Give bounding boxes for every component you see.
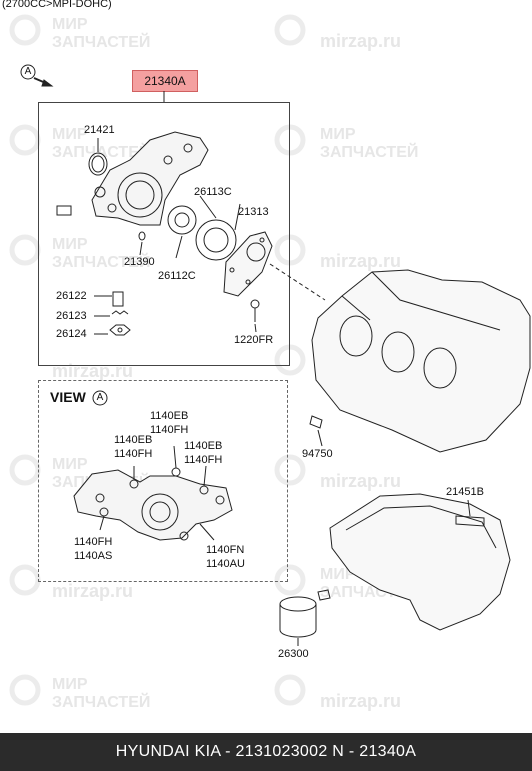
label-26112C[interactable]: 26112C xyxy=(158,270,196,282)
callout-a-circle xyxy=(20,64,36,80)
wm-site-3: mirzap.ru xyxy=(52,361,134,381)
view-a-title: VIEW xyxy=(50,389,86,405)
label-94750[interactable]: 94750 xyxy=(302,448,333,460)
engine-spec-header: (2700CC>MPI-DOHC) xyxy=(2,0,112,10)
highlight-part-number[interactable]: 21340A xyxy=(132,70,198,92)
label-1220FR[interactable]: 1220FR xyxy=(234,334,274,346)
label-21390[interactable]: 21390 xyxy=(124,256,155,268)
label-1140FH-c[interactable]: 1140FH xyxy=(184,454,223,466)
view-a-box xyxy=(38,380,288,582)
label-26300[interactable]: 26300 xyxy=(278,648,309,660)
wm-site-2: mirzap.ru xyxy=(320,251,402,271)
label-1140AS[interactable]: 1140AS xyxy=(74,550,113,562)
view-a-letter: A xyxy=(96,392,104,403)
wm-site-4: mirzap.ru xyxy=(320,471,402,491)
label-1140EB-b[interactable]: 1140EB xyxy=(114,434,153,446)
wm-site-6: mirzap.ru xyxy=(320,691,402,711)
label-21313[interactable]: 21313 xyxy=(238,206,269,218)
label-26123[interactable]: 26123 xyxy=(56,310,87,322)
label-1140FH-a[interactable]: 1140FH xyxy=(150,424,189,436)
label-1140FH-d[interactable]: 1140FH xyxy=(74,536,113,548)
callout-a: A xyxy=(24,66,32,77)
oil-pump-group-box xyxy=(38,102,290,366)
label-26124[interactable]: 26124 xyxy=(56,328,87,340)
label-26113C[interactable]: 26113C xyxy=(194,186,232,198)
wm-site-1: mirzap.ru xyxy=(320,31,402,51)
label-1140EB-c[interactable]: 1140EB xyxy=(184,440,223,452)
part-number-footer: HYUNDAI KIA - 2131023002 N - 21340A xyxy=(0,733,532,771)
label-1140AU[interactable]: 1140AU xyxy=(206,558,245,570)
label-26122[interactable]: 26122 xyxy=(56,290,87,302)
label-1140FN[interactable]: 1140FN xyxy=(206,544,245,556)
wm-site-5: mirzap.ru xyxy=(52,581,134,601)
label-1140FH-b[interactable]: 1140FH xyxy=(114,448,153,460)
label-1140EB-a[interactable]: 1140EB xyxy=(150,410,189,422)
label-21451B[interactable]: 21451B xyxy=(446,486,484,498)
label-21421[interactable]: 21421 xyxy=(84,124,115,136)
